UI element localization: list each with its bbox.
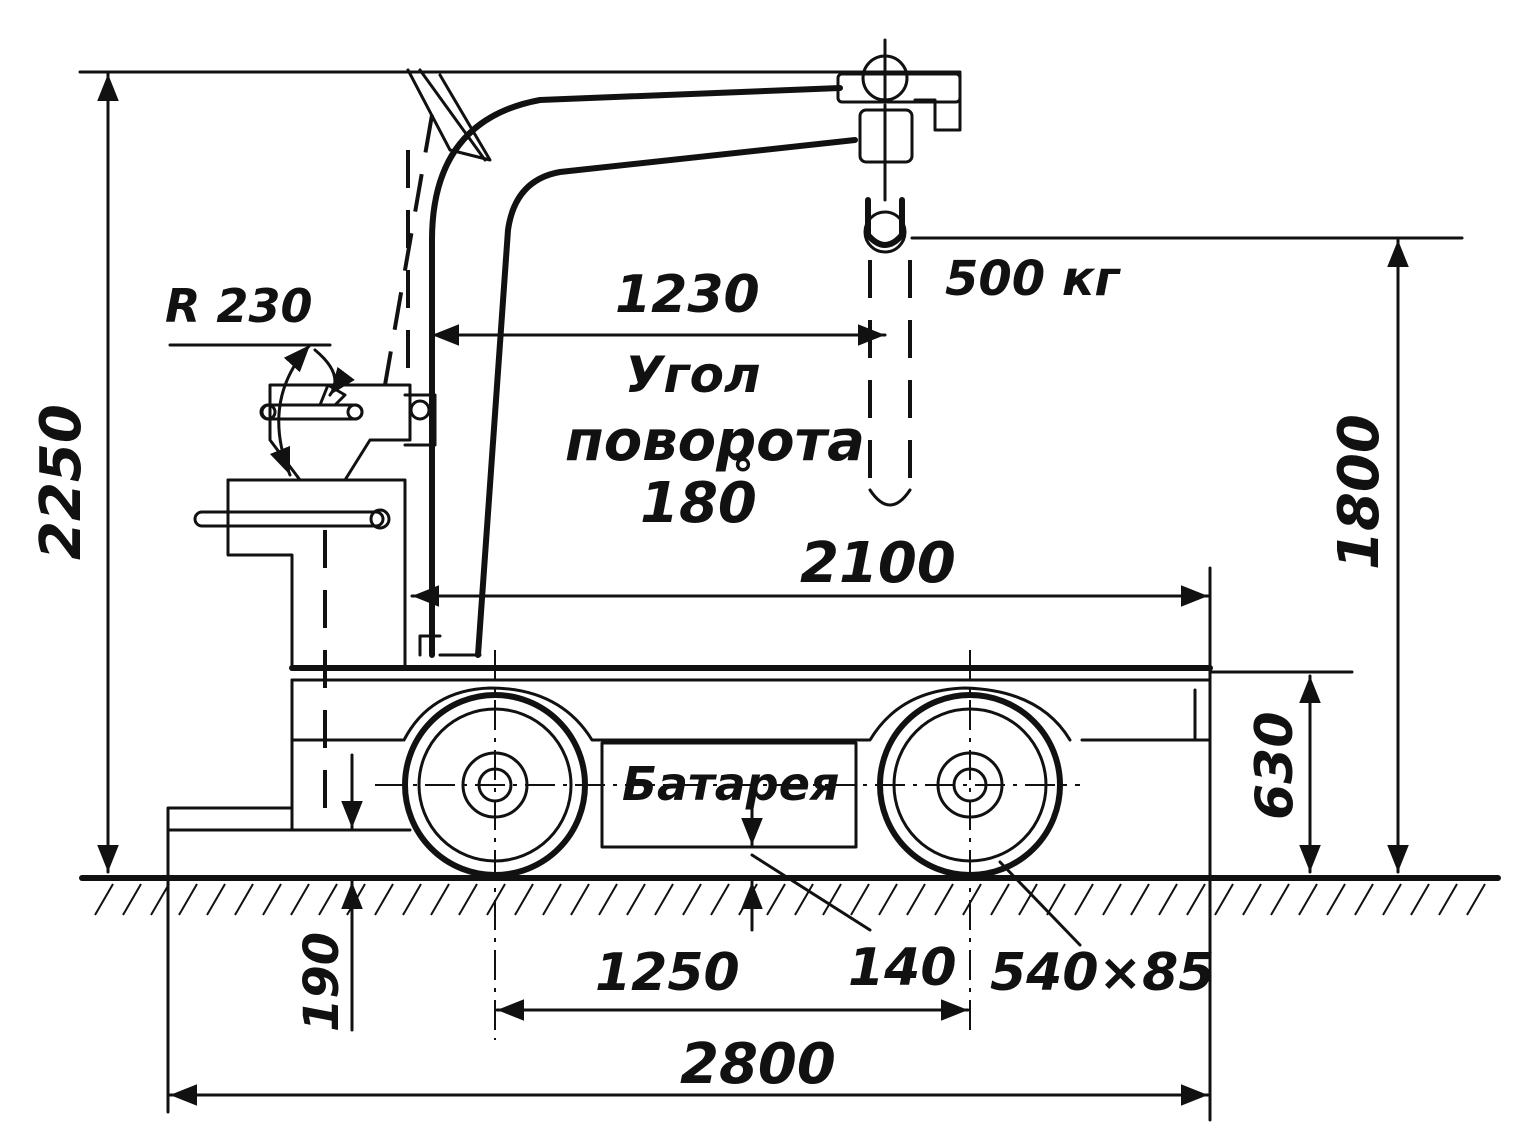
label-ground-clearance: 140 [848,938,957,998]
ground-hatch-stroke [710,883,730,916]
ground-hatch-stroke [178,883,198,916]
ground-hatch-stroke [1298,883,1318,916]
hoist-trolley [836,38,962,254]
label-battery: Батарея [622,757,839,811]
ground-hatch-stroke [542,883,562,916]
ground-hatch-stroke [94,883,114,916]
dimension-radius [168,343,355,477]
ground-hatch-stroke [934,883,954,916]
label-slew-angle-2: поворота [565,409,865,474]
ground-hatch-stroke [1102,883,1122,916]
ground-line [79,875,1501,916]
label-hook-height: 1800 [1327,414,1392,570]
dimension-total-height [78,70,962,874]
ground-hatch-stroke [402,883,422,916]
ground-hatch-stroke [682,883,702,916]
crane-jib [383,68,858,658]
ground-hatch-stroke [1438,883,1458,916]
ground-hatch-stroke [962,883,982,916]
dimension-ground-clearance [741,798,872,932]
ground-hatch-stroke [1046,883,1066,916]
ground-hatch-stroke [150,883,170,916]
ground-hatch-stroke [654,883,674,916]
ground-hatch-stroke [318,883,338,916]
ground-hatch-stroke [1158,883,1178,916]
ground-hatch-stroke [850,883,870,916]
wheel-size-leader [998,860,1082,947]
ground-hatch-stroke [458,883,478,916]
ground-hatch-stroke [1382,883,1402,916]
centerlines [375,650,1080,1040]
label-slew-angle-1: Угол [625,346,761,404]
ground-hatch-stroke [906,883,926,916]
battery-box [600,741,858,849]
ground-hatch-stroke [1130,883,1150,916]
ground-hatch-stroke [794,883,814,916]
ground-hatch-stroke [990,883,1010,916]
ground-hatch-stroke [626,883,646,916]
ground-hatch-stroke [598,883,618,916]
ground-hatch-stroke [374,883,394,916]
ground-hatch-stroke [1074,883,1094,916]
ground-hatch-stroke [262,883,282,916]
label-load: 500 кг [945,251,1121,307]
label-wheelbase: 1250 [595,943,740,1003]
ground-hatch-stroke [430,883,450,916]
label-radius: R 230 [165,279,312,333]
operator-station [193,383,437,830]
ground-hatch-stroke [1186,883,1206,916]
ground-hatch-stroke [822,883,842,916]
label-slew-angle-3: 180 [640,471,757,536]
ground-hatch-stroke [1326,883,1346,916]
ground-hatch-stroke [1354,883,1374,916]
ground-hatch-stroke [1214,883,1234,916]
label-overall-length: 2800 [680,1032,836,1097]
ground-hatch-stroke [206,883,226,916]
ground-hatch-stroke [1466,883,1486,916]
dimension-overall-length [166,828,1210,1114]
ground-hatch-stroke [766,883,786,916]
ground-hatch-stroke [346,883,366,916]
ground-hatch-stroke [514,883,534,916]
label-fork-height: 190 [294,932,350,1032]
ground-hatch-stroke [738,883,758,916]
ground-hatch-stroke [1018,883,1038,916]
label-total-height: 2250 [29,404,94,560]
hook-swing-path [868,260,912,507]
chassis [166,665,1354,832]
label-slew-angle-degree: ° [732,450,754,501]
label-jib-reach: 1230 [615,265,760,325]
label-platform-length: 2100 [800,531,956,596]
ground-hatch-stroke [234,883,254,916]
dimension-hook-height [910,236,1464,874]
dimension-platform-length [410,566,1212,1122]
label-wheel-size: 540×85 [990,943,1214,1003]
ground-hatch-stroke [1242,883,1262,916]
ground-hatch-stroke [1270,883,1290,916]
label-platform-height: 630 [1245,711,1305,820]
ground-hatch-stroke [1410,883,1430,916]
ground-hatch-stroke [290,883,310,916]
ground-hatch-stroke [570,883,590,916]
ground-hatch-stroke [122,883,142,916]
ground-hatch-stroke [878,883,898,916]
ground-hatch-stroke [486,883,506,916]
